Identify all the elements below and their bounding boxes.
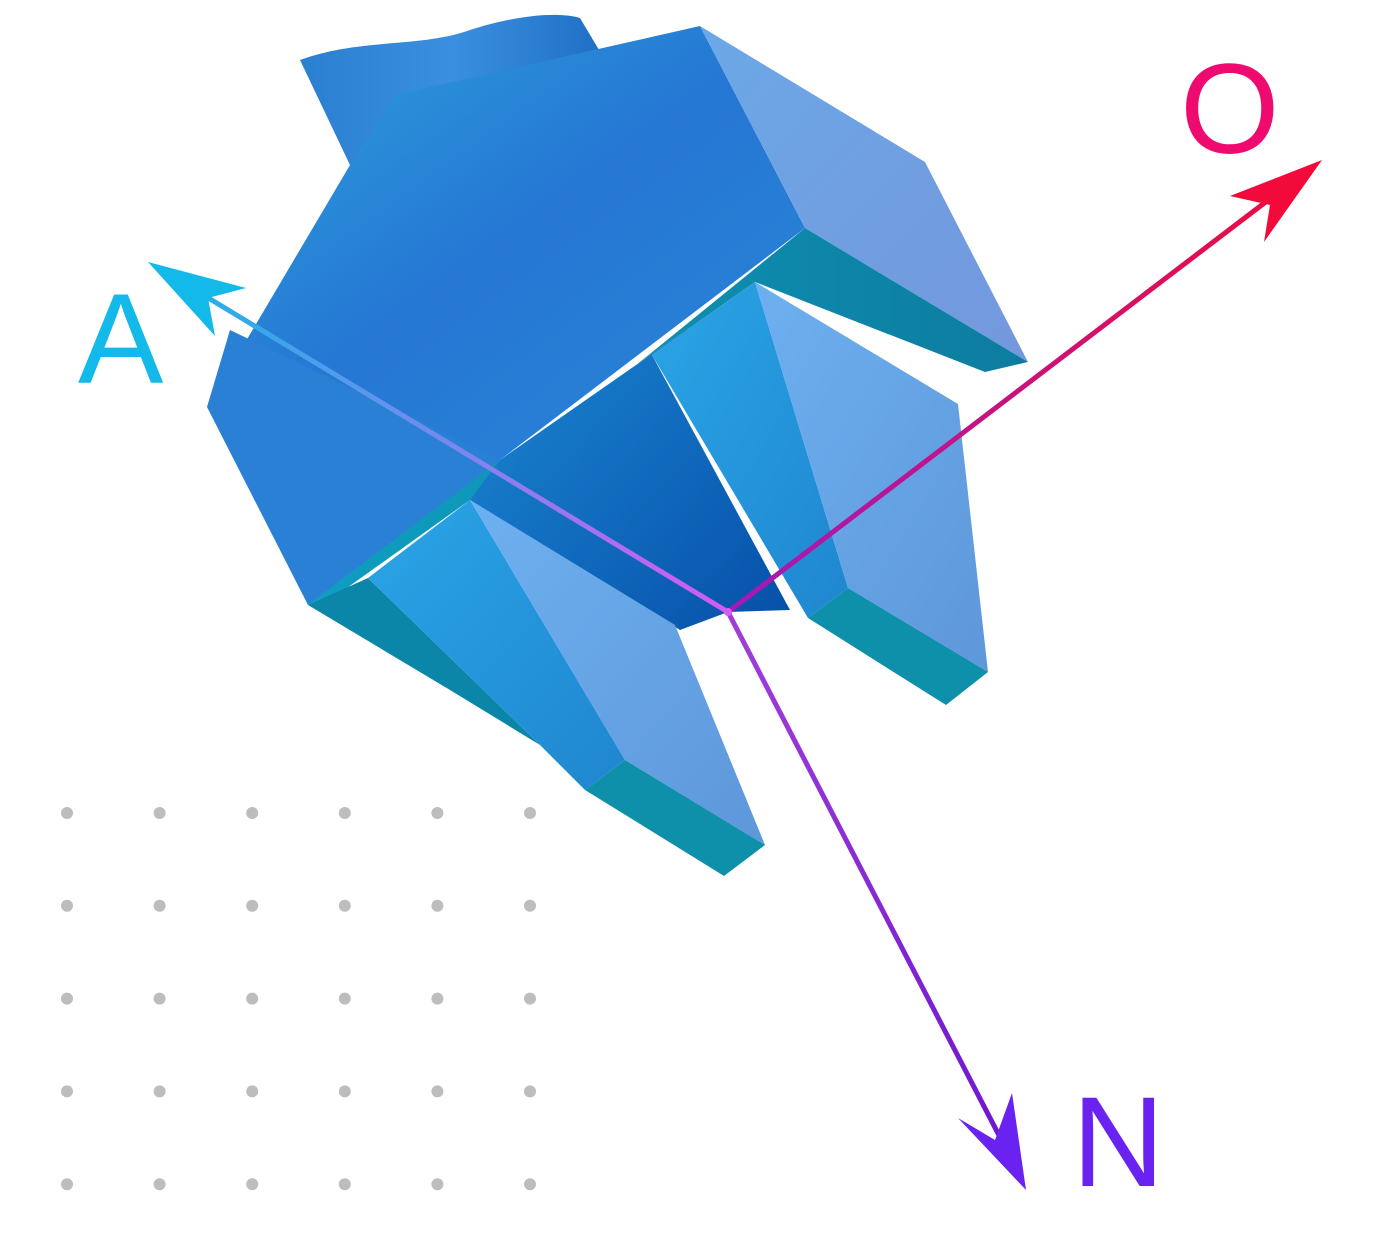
grid-dot <box>338 899 351 912</box>
right-finger-right-face <box>755 282 988 672</box>
left-finger-left-face <box>368 500 625 790</box>
grid-dot <box>431 1178 444 1191</box>
gripper-inner-recess <box>470 282 790 630</box>
right-finger-tip <box>808 588 988 705</box>
grid-dot <box>153 1178 166 1191</box>
grid-dot <box>246 899 259 912</box>
grid-dot <box>524 1178 536 1191</box>
gripper-teal-band-left <box>308 578 540 745</box>
approach-axis-label: A <box>78 268 164 411</box>
approach-axis-line <box>159 267 731 615</box>
normal-axis-label: N <box>1072 1071 1164 1214</box>
gripper-body <box>207 14 1028 876</box>
gripper-right-face <box>700 26 1028 362</box>
grid-dot <box>153 807 166 819</box>
orientation-axis-line <box>725 169 1308 615</box>
grid-dot <box>61 807 73 819</box>
right-finger-left-face <box>652 282 848 618</box>
grid-dot <box>338 1178 351 1191</box>
normal-axis-arrowhead <box>958 1093 1026 1190</box>
orientation-axis-label: O <box>1180 38 1280 181</box>
gripper-top-face <box>207 26 805 460</box>
coordinate-axes <box>148 160 1322 1190</box>
grid-dot <box>61 1178 73 1191</box>
grid-dot <box>61 992 73 1005</box>
grid-dot <box>524 992 536 1005</box>
orientation-axis-arrowhead <box>1230 160 1322 242</box>
grid-dot <box>246 1178 259 1191</box>
grid-dot <box>338 1085 351 1098</box>
grid-dot <box>246 807 259 819</box>
grid-dot <box>61 1085 73 1098</box>
approach-axis-arrowhead <box>148 262 246 336</box>
left-finger-right-face <box>470 500 765 845</box>
dot-grid <box>61 807 536 1191</box>
gripper-left-face <box>207 330 500 605</box>
grid-dot <box>153 992 166 1005</box>
grid-dot <box>153 1085 166 1098</box>
grid-dot <box>524 807 536 819</box>
left-finger-tip <box>585 760 765 876</box>
grid-dot <box>431 807 444 819</box>
grid-dot <box>153 899 166 912</box>
grid-dot <box>524 1085 536 1098</box>
grid-dot <box>61 899 73 912</box>
grid-dot <box>524 899 536 912</box>
grid-dot <box>338 807 351 819</box>
grid-dot <box>246 1085 259 1098</box>
grid-dot <box>431 899 444 912</box>
grid-dot <box>338 992 351 1005</box>
normal-axis-line <box>725 609 1021 1175</box>
grid-dot <box>246 992 259 1005</box>
frame-origin <box>724 608 732 616</box>
grid-dot <box>431 992 444 1005</box>
grid-dot <box>431 1085 444 1098</box>
